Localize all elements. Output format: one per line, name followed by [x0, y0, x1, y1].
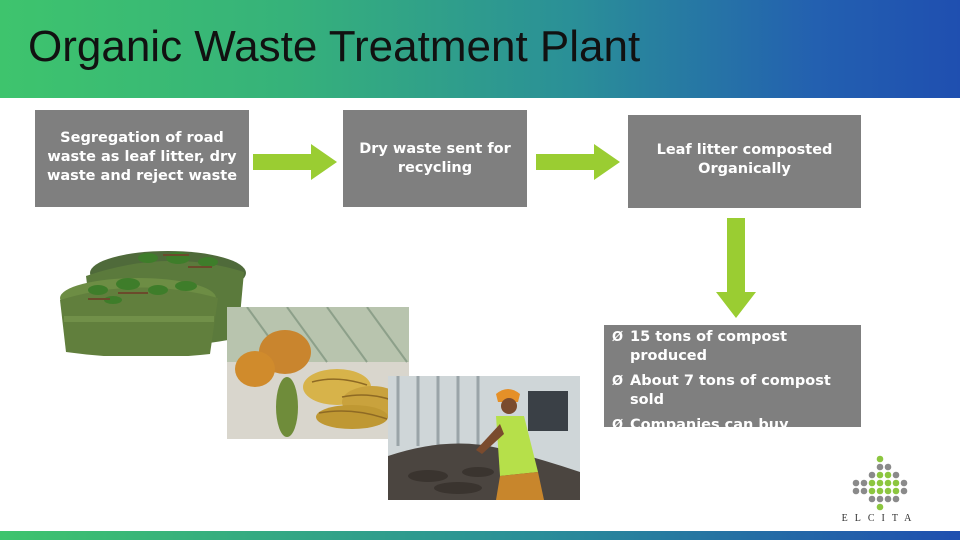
elcita-logo: ELCITA: [830, 455, 930, 530]
arrow-bullet-icon: Ø: [612, 330, 624, 345]
compost-worker-photo: [388, 376, 580, 500]
right-arrow-icon: [253, 144, 337, 180]
step-segregation-box: Segregation of road waste as leaf litter…: [35, 110, 249, 207]
step-recycling-box: Dry waste sent for recycling: [343, 110, 527, 207]
step-composting-box: Leaf litter composted Organically: [628, 115, 861, 208]
fruit-waste-photo: [227, 307, 409, 439]
arrow-bullet-icon: Ø: [612, 374, 624, 389]
arrow-bullet-icon: Ø: [612, 418, 624, 427]
leaf-litter-bins-photo: [58, 228, 248, 356]
title-banner: [0, 0, 960, 98]
slide-title: Organic Waste Treatment Plant: [28, 22, 641, 71]
right-arrow-icon: [536, 144, 620, 180]
elcita-logo-icon: [852, 455, 908, 511]
footer-bar: [0, 531, 960, 540]
down-arrow-icon: [716, 218, 756, 318]
logo-wordmark: ELCITA: [841, 513, 919, 524]
